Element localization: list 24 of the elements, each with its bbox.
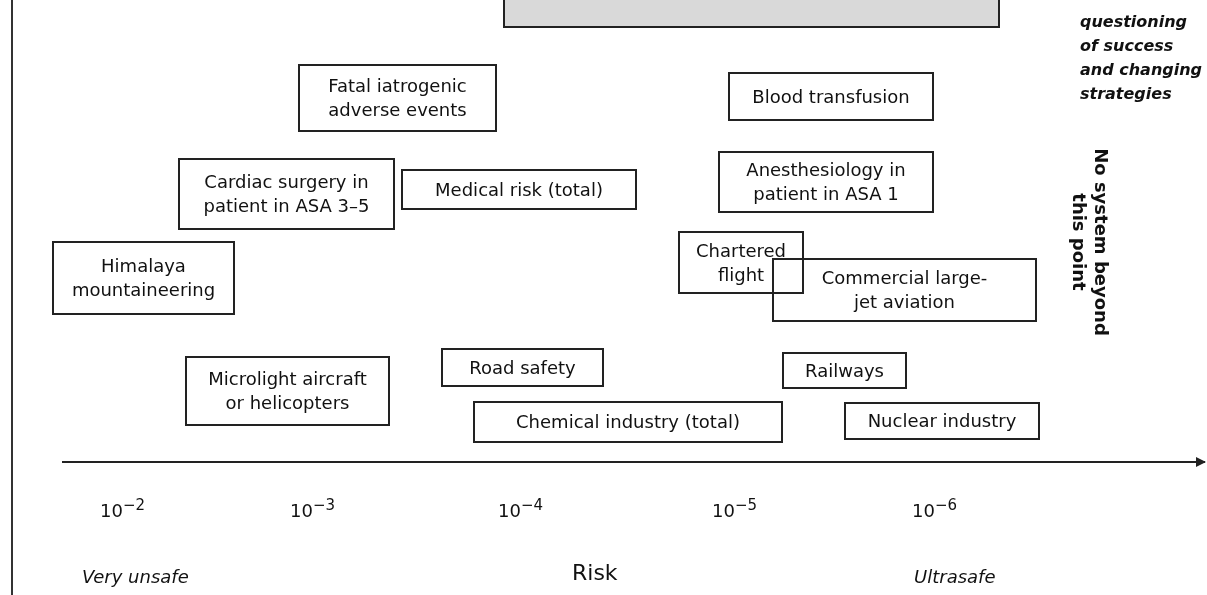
label-box: Himalaya mountaineering [52, 241, 235, 315]
label-box: Road safety [441, 348, 604, 387]
tick-label: 10$^{−4}$ [498, 496, 544, 521]
axis-end-label: Very unsafe [82, 566, 189, 587]
tick-label: 10$^{−2}$ [100, 496, 146, 521]
label-box: Fatal iatrogenic adverse events [298, 64, 497, 132]
tick-label: 10$^{−3}$ [290, 496, 336, 521]
axis-end-label: Ultrasafe [914, 566, 996, 587]
label-box: Commercial large-jet aviation [772, 258, 1037, 322]
label-box: Nuclear industry [844, 402, 1040, 440]
note-text: questioning of success and changing strategies [1080, 11, 1204, 105]
note-text: No system beyond this point [1068, 147, 1112, 338]
label-box: Cardiac surgery in patient in ASA 3–5 [178, 158, 395, 230]
banner-box [503, 0, 1000, 28]
label-box: Blood transfusion [728, 72, 934, 121]
tick-label: 10$^{−5}$ [712, 496, 758, 521]
label-box: Chartered flight [678, 231, 804, 294]
tick-label: 10$^{−6}$ [912, 496, 958, 521]
label-box: Railways [782, 352, 907, 389]
label-box: Medical risk (total) [401, 169, 637, 210]
axis-title: Risk [572, 560, 618, 585]
label-box: Microlight aircraft or helicopters [185, 356, 390, 426]
label-box: Anesthesiology in patient in ASA 1 [718, 151, 934, 213]
label-box: Chemical industry (total) [473, 401, 783, 443]
